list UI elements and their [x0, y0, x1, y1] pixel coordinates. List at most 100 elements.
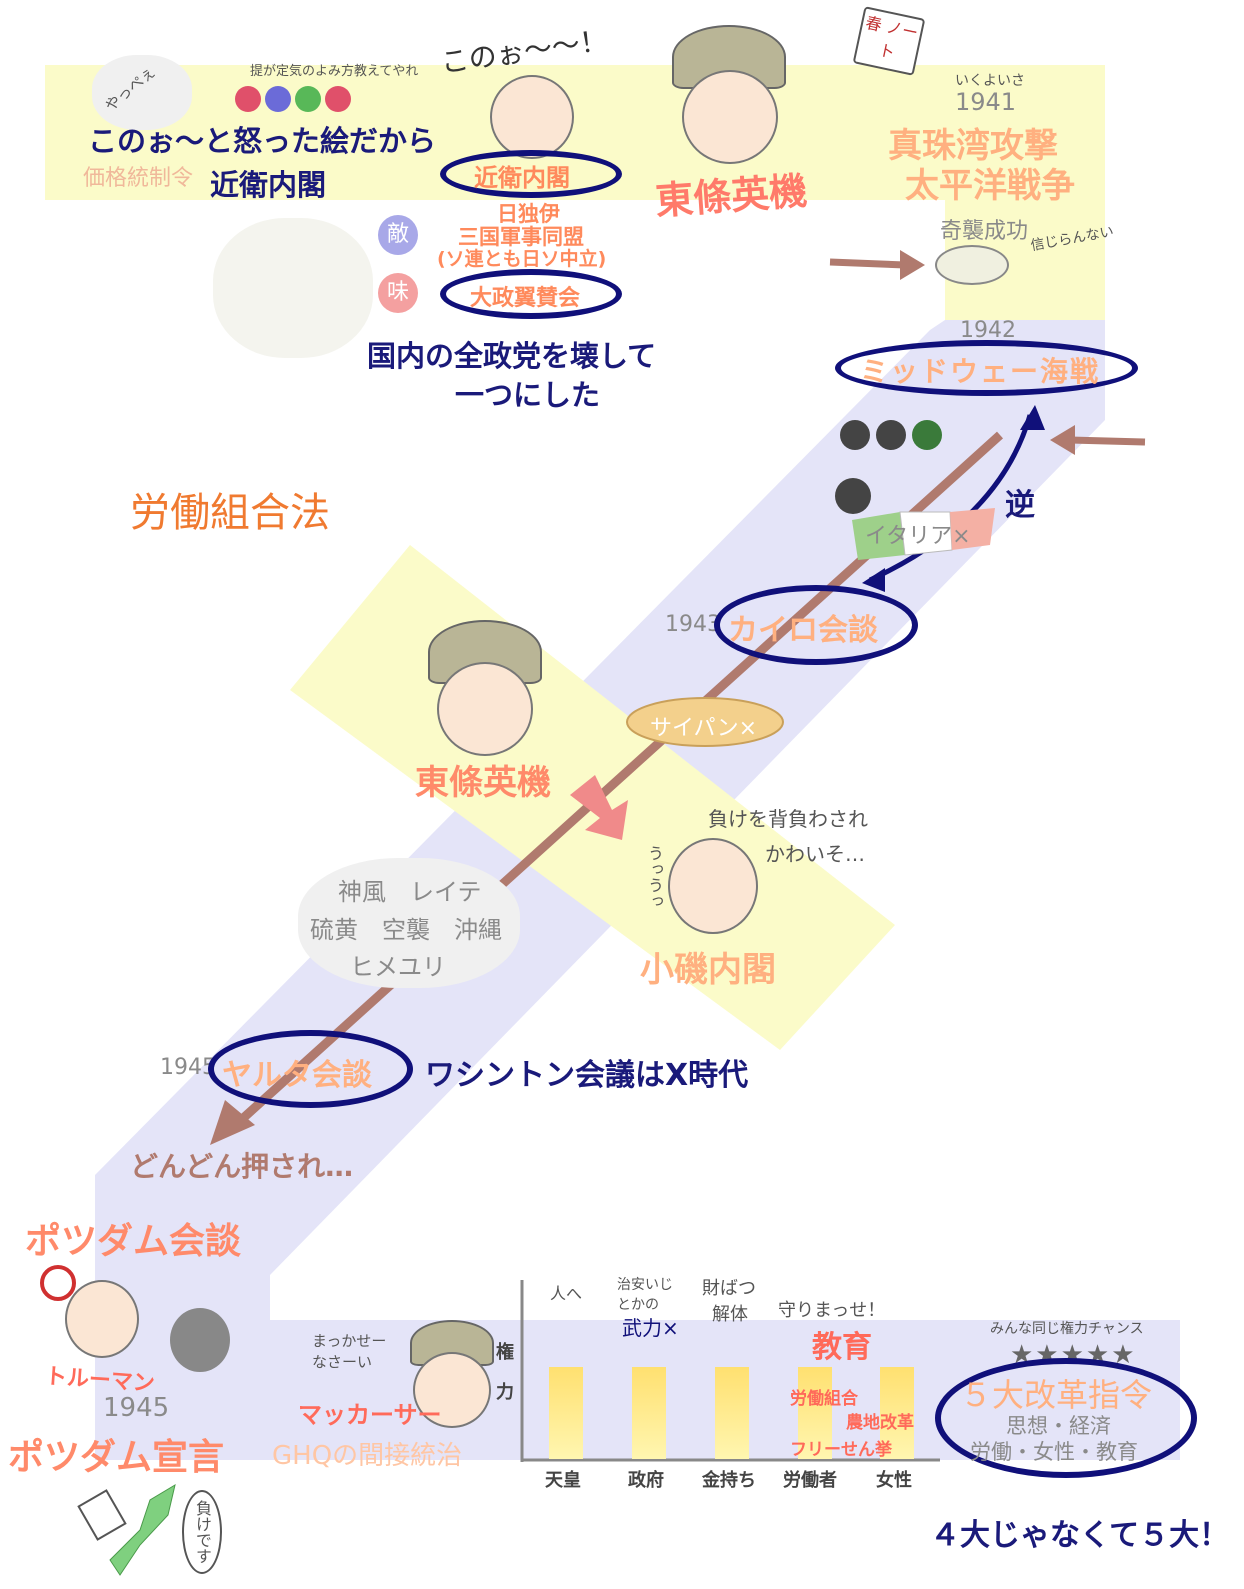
yalta-year: 1945 [160, 1055, 216, 1080]
cat-rodosha: 労働者 [783, 1470, 837, 1491]
koiso-note1: 負けを背負わされ [708, 807, 868, 831]
annot-konoe-reason: このぉ〜と怒った絵だから [88, 124, 437, 158]
koiso-sob: うっうっ [645, 845, 664, 909]
arrow-from-right [1069, 436, 1146, 446]
taisei-ring [440, 269, 622, 319]
reforms-line2: 労働・女性・教育 [970, 1440, 1138, 1464]
reverse-label: 逆 [1005, 488, 1035, 523]
pact-line2: 三国軍事同盟 [458, 225, 584, 249]
italy-character [835, 478, 871, 514]
note-tenno: 人へ [550, 1284, 583, 1303]
cat-govt: 政府 [628, 1470, 664, 1491]
ghq-note: まっかせーなさーい [312, 1332, 387, 1371]
battles-row3: ヒメユリ [350, 953, 446, 981]
price-control: 価格統制令 [83, 166, 194, 191]
saipan-bread [626, 697, 784, 747]
note-senkyo: フリーせん挙 [790, 1440, 892, 1460]
bar-josei [880, 1367, 914, 1459]
note-zaibatsu2: 解体 [712, 1304, 748, 1325]
cat-tenno: 天皇 [545, 1470, 581, 1491]
macarthur-face [413, 1352, 491, 1428]
labor-law: 労働組合法 [130, 490, 330, 536]
konoe-face [490, 75, 574, 159]
pacific-war: 太平洋戦争 [905, 166, 1075, 206]
enemy-badge: 敵 [378, 215, 418, 255]
stop-sign-icon [40, 1265, 76, 1301]
red-arrow [570, 775, 628, 840]
macarthur-label: マッカーサー [298, 1401, 442, 1429]
japan-map [109, 1483, 176, 1576]
cat-josei: 女性 [876, 1470, 912, 1491]
yalta-label: ヤルタ会談 [222, 1058, 372, 1093]
notebook: 春 ノート [852, 6, 926, 76]
emperor-thought-cloud [92, 55, 192, 130]
pact-line1: 日独伊 [497, 202, 560, 226]
axis-label-bottom: 力 [496, 1382, 514, 1403]
note-zaibatsu: 財ばつ [702, 1278, 756, 1299]
yalta-ring [208, 1030, 413, 1108]
potsdam-make: 負けです [182, 1490, 222, 1574]
cairo-year: 1943 [665, 612, 721, 637]
battles-row1: 神風 レイテ [338, 878, 482, 906]
money-bag [170, 1308, 230, 1372]
battles-cloud [298, 858, 520, 988]
annot-parties2: 一つにした [455, 378, 601, 412]
ghq-label: GHQの間接統治 [272, 1441, 463, 1471]
reverse-arrow [868, 414, 1033, 583]
konoe-ring [440, 150, 622, 198]
arrow-from-right-head [1050, 425, 1075, 455]
reforms-note: みんな同じ権力チャンス [990, 1321, 1144, 1337]
note-govt: 治安いじとかの [617, 1277, 673, 1313]
koiso-face [668, 838, 758, 934]
potsdam-declaration: ポツダム宣言 [8, 1437, 225, 1478]
battles-row2: 硫黄 空襲 沖縄 [310, 916, 502, 944]
bar-tenno [549, 1367, 583, 1459]
reforms-annot: ４大じゃなくて５大！ [930, 1518, 1230, 1553]
saipan-label: サイパン× [650, 716, 758, 741]
konoe-label: 近衛内閣 [474, 164, 570, 192]
balloons [235, 86, 351, 116]
bar-govt [632, 1367, 666, 1459]
potsdam-year: 1945 [103, 1393, 170, 1423]
bomb-icon [935, 245, 1009, 285]
cairo-label: カイロ会談 [728, 613, 878, 648]
timeline-arrow-head [210, 1100, 255, 1145]
truman-face [65, 1280, 139, 1358]
cat-kanemochi: 金持ち [702, 1470, 756, 1491]
reforms-line1: 思想・経済 [1006, 1414, 1111, 1438]
note-mamori: 守りまっせ！ [778, 1300, 886, 1321]
tojo-mid-label: 東條英機 [415, 763, 551, 803]
italy-flag-green [852, 512, 905, 560]
italy-flag-red [950, 508, 995, 550]
koiso-label: 小磯内閣 [640, 950, 776, 990]
reverse-arrow-head-bottom [862, 568, 885, 592]
potsdam-conference: ポツダム会談 [25, 1221, 242, 1262]
annot-parties1: 国内の全政党を壊して [367, 339, 657, 373]
year-1941: 1941 [955, 88, 1017, 116]
sneak-attack: 奇襲成功 [940, 219, 1029, 244]
note-rodo: 労働組合 [790, 1389, 858, 1409]
annot-konoe: 近衛内閣 [210, 168, 327, 202]
tojo-top-face [682, 70, 778, 164]
arrow-to-sneak [829, 258, 906, 269]
arrow-to-sneak-head [900, 250, 925, 280]
midway-ring [835, 340, 1138, 396]
pearl-harbor: 真珠湾攻撃 [888, 126, 1058, 166]
midway-label: ミッドウェー海戦 [860, 355, 1101, 388]
koiso-note2: かわいそ… [765, 842, 865, 866]
tojo-top-label: 東條英機 [653, 168, 809, 224]
cairo-ring [714, 585, 918, 665]
bar-kanemochi [715, 1367, 749, 1459]
ally-badge: 味 [378, 273, 418, 313]
tojo-mid-face [437, 662, 533, 756]
axis-label-top: 権 [496, 1342, 514, 1363]
pushed-label: どんどん押され… [130, 1150, 354, 1183]
reforms-title: ５大改革指令 [960, 1376, 1153, 1414]
pact-line3: (ソ連とも日ソ中立) [437, 248, 607, 270]
year-note: いくよいさ [955, 73, 1025, 89]
note-govt2: 武力× [622, 1316, 679, 1340]
axis-characters [840, 420, 942, 454]
taisei-label: 大政翼賛会 [470, 286, 581, 311]
reforms-ring [935, 1358, 1197, 1478]
italy-label: イタリア× [865, 524, 971, 549]
